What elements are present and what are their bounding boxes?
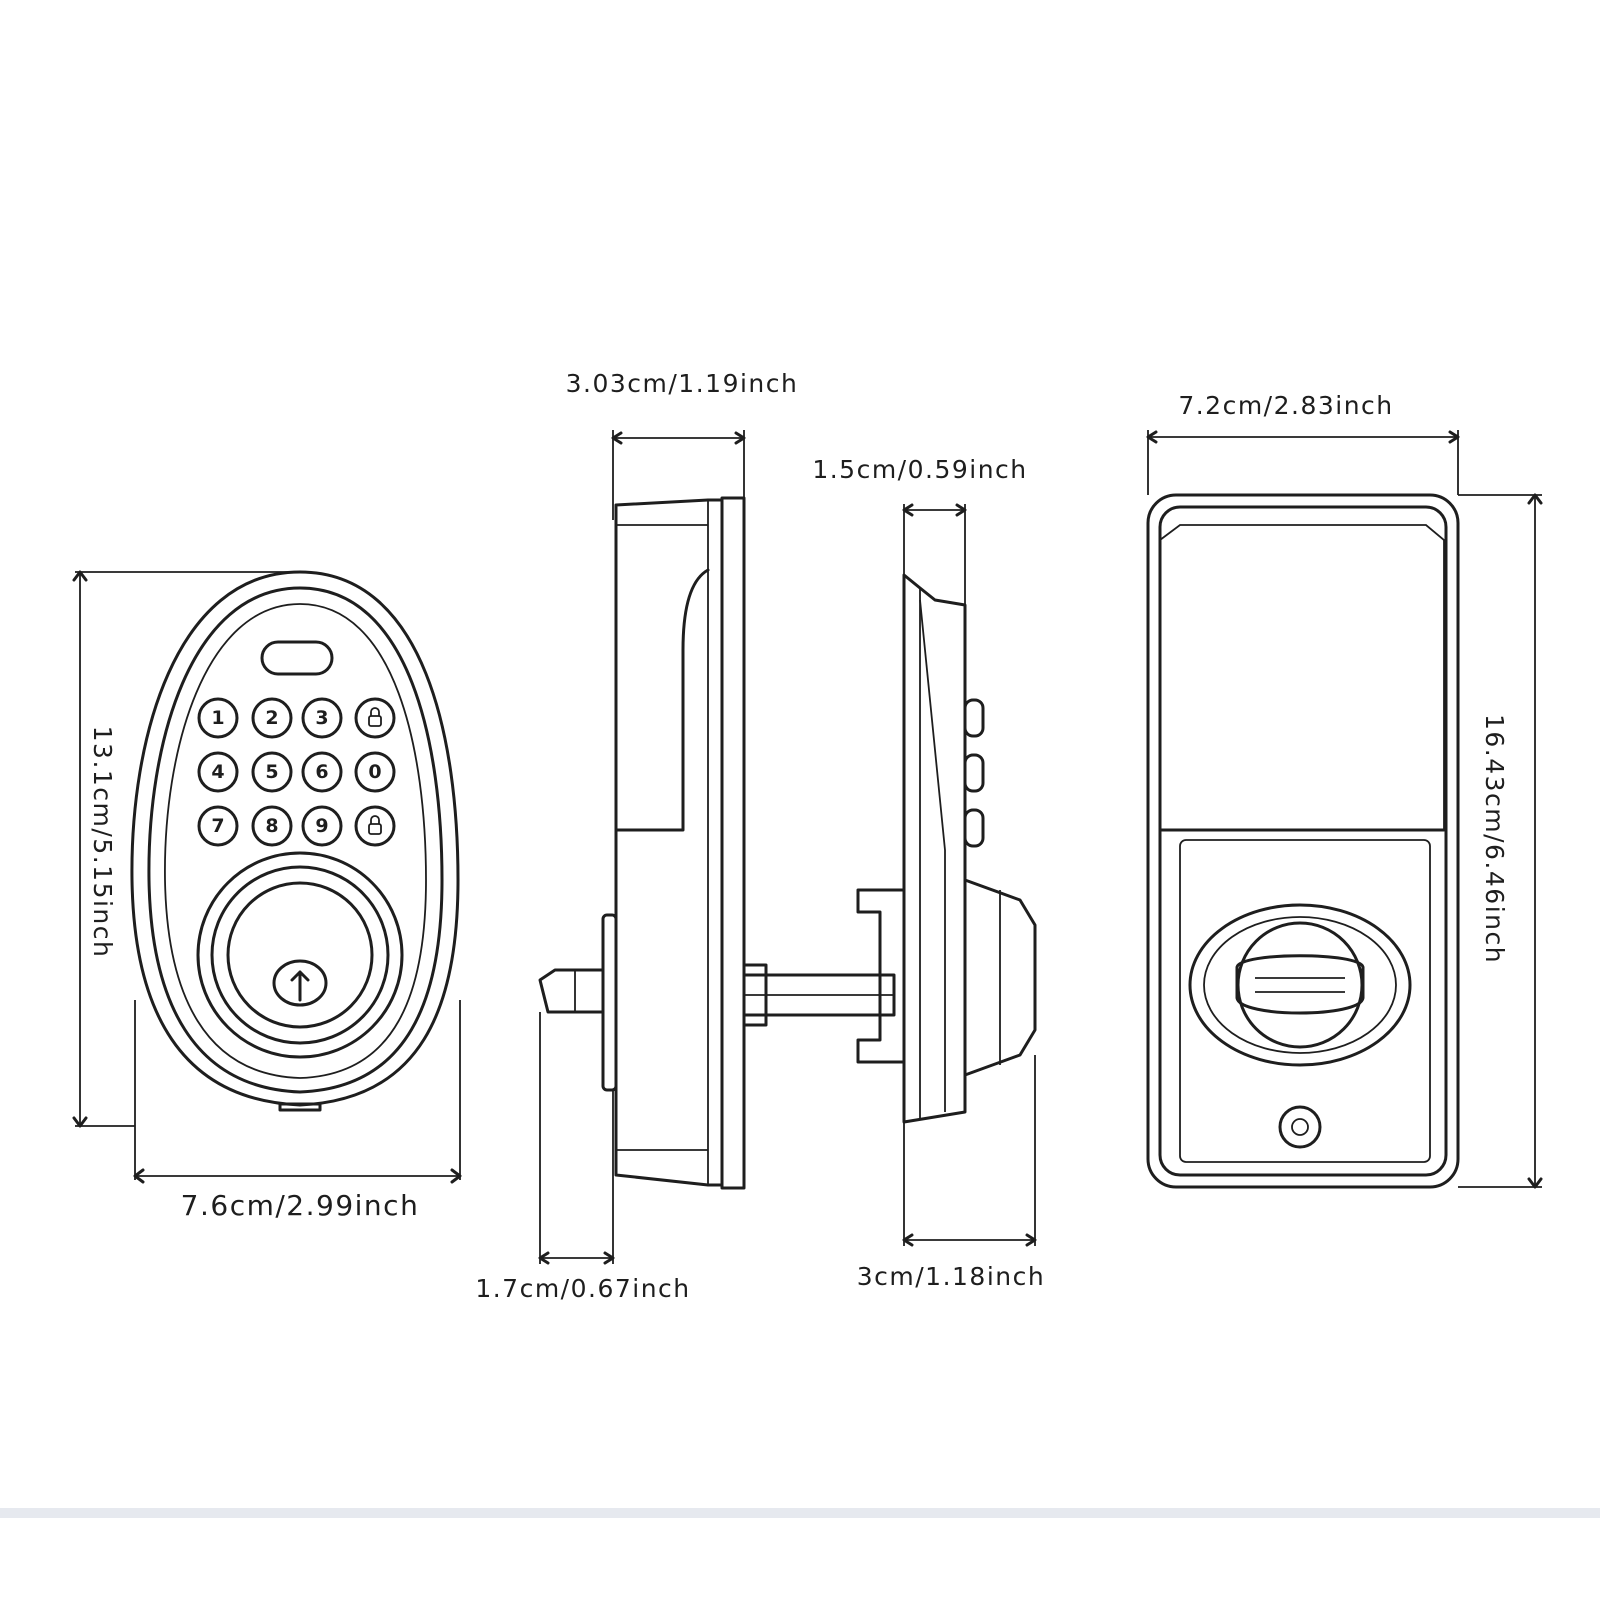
bottom-border-band xyxy=(0,1508,1600,1518)
keypad-key: 9 xyxy=(301,805,343,847)
thumbturn-rose xyxy=(1188,903,1412,1067)
keypad-key-label: 1 xyxy=(211,707,224,729)
dimension-label-back-height: 16.43cm/6.46inch xyxy=(1480,714,1509,964)
dimension-label-back-width: 7.2cm/2.83inch xyxy=(1178,391,1393,420)
keypad-key: 5 xyxy=(251,751,293,793)
keypad-key-label: 2 xyxy=(265,707,278,729)
reset-button-icon xyxy=(1278,1105,1322,1149)
side-button xyxy=(963,808,985,848)
keypad-key: 2 xyxy=(251,697,293,739)
keypad-key-label: 8 xyxy=(265,815,278,837)
dimension-label-front-height: 13.1cm/5.15inch xyxy=(88,726,117,959)
back-panel-outer xyxy=(1146,493,1460,1189)
keypad-key: 1 xyxy=(197,697,239,739)
keypad-key-label: 9 xyxy=(315,815,328,837)
back-width-dimension-line xyxy=(1146,430,1460,495)
side-button xyxy=(963,753,985,793)
side-inner-base-dimension-line xyxy=(902,1055,1037,1247)
keypad-key: 8 xyxy=(251,805,293,847)
side-outer-depth-dimension-line xyxy=(611,430,746,520)
indicator-light xyxy=(260,640,334,676)
keypad-key: 4 xyxy=(197,751,239,793)
keyhole-icon xyxy=(272,959,328,1007)
dimension-label-side-inner-base: 3cm/1.18inch xyxy=(857,1262,1045,1291)
lock-icon xyxy=(368,715,382,727)
dimension-label-side-inner-depth: 1.5cm/0.59inch xyxy=(812,455,1027,484)
back-height-dimension-line xyxy=(1458,493,1543,1189)
side-button xyxy=(963,698,985,738)
keypad: 1 2 3 4 5 6 0 7 8 9 xyxy=(197,697,396,847)
keypad-key-label: 7 xyxy=(211,815,224,837)
front-height-dimension-line xyxy=(72,570,300,1128)
dimension-label-side-outer-depth: 3.03cm/1.19inch xyxy=(566,369,799,398)
deadbolt-rose-outer xyxy=(196,851,404,1059)
front-width-dimension-line xyxy=(133,1000,462,1184)
side-view-inner-assembly xyxy=(856,573,1037,1124)
keypad-lock-key xyxy=(354,805,396,847)
keypad-key-label: 0 xyxy=(368,761,381,783)
thumbturn-icon xyxy=(1235,954,1365,1015)
back-view-interior-panel xyxy=(1146,493,1460,1189)
keypad-key-label: 5 xyxy=(265,761,278,783)
side-inner-depth-dimension-line xyxy=(902,503,967,605)
keypad-key: 6 xyxy=(301,751,343,793)
keypad-key-label: 3 xyxy=(315,707,328,729)
dimension-label-front-width: 7.6cm/2.99inch xyxy=(181,1189,420,1222)
keypad-key: 0 xyxy=(354,751,396,793)
keypad-lock-key xyxy=(354,697,396,739)
keypad-key: 3 xyxy=(301,697,343,739)
keypad-key-label: 4 xyxy=(211,761,224,783)
side-view-outer-assembly xyxy=(538,496,896,1190)
front-view-keypad-lock: 1 2 3 4 5 6 0 7 8 9 xyxy=(130,570,460,1112)
dimension-label-side-tailpiece: 1.7cm/0.67inch xyxy=(475,1274,690,1303)
cylinder-ring xyxy=(226,881,374,1029)
keypad-key-label: 6 xyxy=(315,761,328,783)
lock-icon xyxy=(368,823,382,835)
keypad-key: 7 xyxy=(197,805,239,847)
side-tailpiece-dimension-line xyxy=(538,1012,615,1265)
